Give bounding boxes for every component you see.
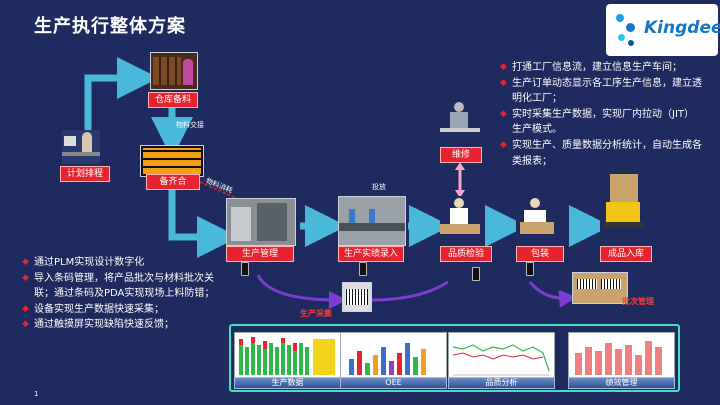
- bullet-item: 打通工厂信息流，建立信息生产车间；: [500, 60, 702, 76]
- report-caption: 生产数据: [234, 377, 341, 389]
- report-quality-analysis-thumb[interactable]: [448, 332, 555, 381]
- process-production-mgmt[interactable]: 生产管理: [226, 246, 294, 262]
- process-repair[interactable]: 维修: [440, 147, 482, 163]
- pallet-image: [572, 272, 628, 304]
- forklift-image: [600, 170, 650, 240]
- process-quality[interactable]: 品质检验: [440, 246, 492, 262]
- process-kitting[interactable]: 备齐合: [146, 174, 200, 190]
- kitting-image: [140, 145, 204, 177]
- bullets-right: 打通工厂信息流，建立信息生产车间； 生产订单动态显示各工序生产信息，建立透明化工…: [500, 60, 702, 169]
- label-feeding: 投放: [372, 183, 386, 191]
- bullet-item: 生产订单动态显示各工序生产信息，建立透明化工厂；: [500, 76, 702, 107]
- barcode-scanner-image: [342, 282, 372, 312]
- bullets-left: 通过PLM实现设计数字化 导入条码管理，将产品批次与材料批次关联；通过条码及PD…: [22, 255, 218, 333]
- bullet-item: 导入条码管理，将产品批次与材料批次关联；通过条码及PDA实现现场上料防错；: [22, 271, 218, 302]
- label-production-collection: 生产采集: [300, 309, 332, 318]
- page-number: 1: [34, 390, 39, 398]
- bullet-item: 实时采集生产数据，实现厂内拉动（JIT）生产模式。: [500, 107, 702, 138]
- page-title: 生产执行整体方案: [34, 16, 186, 37]
- process-stock-in[interactable]: 成品入库: [600, 246, 652, 262]
- process-packing[interactable]: 包装: [516, 246, 564, 262]
- report-caption: OEE: [340, 377, 447, 389]
- mobile-device-icon: [472, 267, 480, 281]
- report-oee-thumb[interactable]: [340, 332, 447, 381]
- report-caption: 品质分析: [448, 377, 555, 389]
- report-production-data-thumb[interactable]: [234, 332, 341, 381]
- warehouse-image: [150, 52, 198, 90]
- mobile-device-icon: [526, 262, 534, 276]
- report-performance-thumb[interactable]: [568, 332, 675, 381]
- report-caption: 绩效管理: [568, 377, 675, 389]
- bullet-item: 实现生产、质量数据分析统计，自动生成各类报表；: [500, 138, 702, 169]
- bullet-item: 通过触摸屏实现缺陷快速反馈；: [22, 317, 218, 333]
- mobile-device-icon: [359, 262, 367, 276]
- repair-worker-image: [440, 100, 480, 138]
- bullet-item: 设备实现生产数据快速采集；: [22, 302, 218, 318]
- inspector-image: [440, 196, 480, 238]
- label-batch-mgmt: 批次管理: [622, 297, 654, 306]
- workshop-image: [226, 198, 296, 246]
- planner-image: [62, 130, 100, 164]
- packing-image: [516, 196, 558, 238]
- process-warehouse[interactable]: 仓库备料: [148, 92, 198, 108]
- mobile-device-icon: [241, 262, 249, 276]
- bullet-item: 通过PLM实现设计数字化: [22, 255, 218, 271]
- logo-text: Kingdee: [644, 18, 720, 38]
- kingdee-logo: Kingdee: [606, 4, 720, 56]
- label-material-exchange: 物料交接: [176, 121, 204, 129]
- process-actual-entry[interactable]: 生产实绩录入: [338, 246, 404, 262]
- assembly-line-image: [338, 196, 406, 246]
- process-planning[interactable]: 计划排程: [60, 166, 110, 182]
